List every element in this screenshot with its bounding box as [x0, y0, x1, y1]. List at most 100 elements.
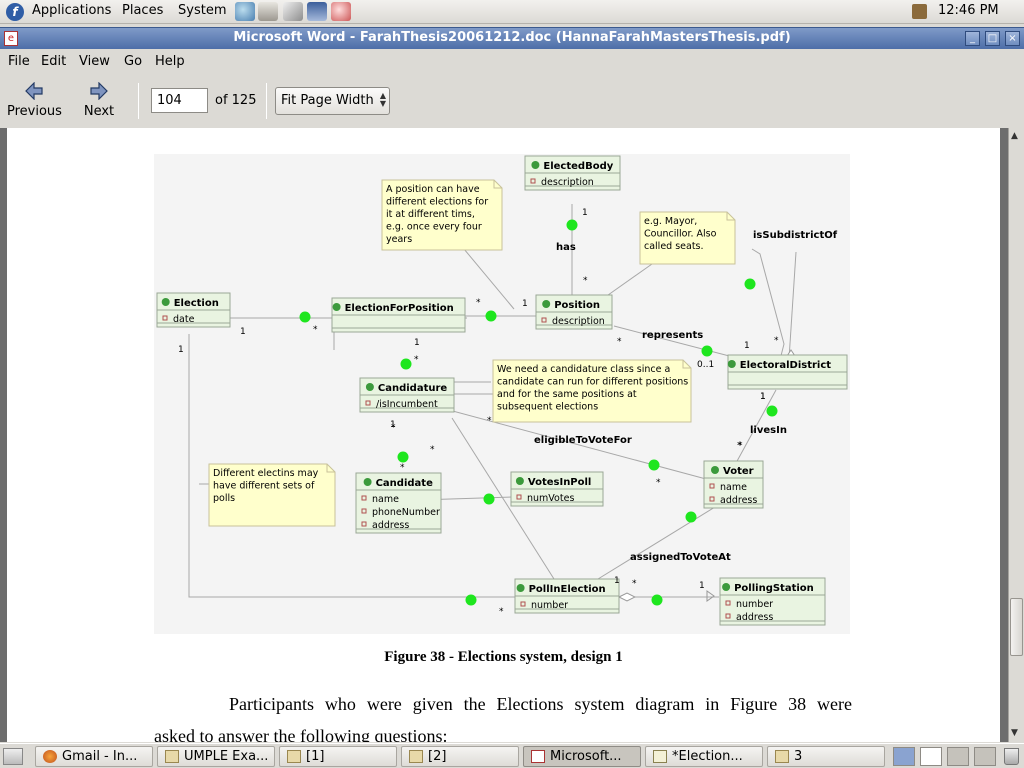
- note-line: A position can have: [386, 184, 480, 195]
- workspace-1[interactable]: [893, 747, 915, 766]
- menu-edit[interactable]: Edit: [41, 54, 67, 69]
- class-electoral-district: ElectoralDistrict: [727, 354, 848, 390]
- task-folder-1[interactable]: [1]: [279, 746, 397, 767]
- places-menu[interactable]: Places: [122, 3, 164, 18]
- minimize-button[interactable]: _: [965, 31, 980, 46]
- task-label: [1]: [306, 749, 325, 764]
- notification-icon[interactable]: [912, 4, 927, 19]
- multiplicity: *: [313, 325, 318, 335]
- note-fold: [726, 212, 735, 221]
- class-icon: [542, 300, 551, 308]
- multiplicity: *: [617, 337, 622, 347]
- class-name: Candidature: [378, 383, 448, 394]
- system-menu[interactable]: System: [178, 3, 227, 18]
- menu-file[interactable]: File: [8, 54, 30, 69]
- note-line: polls: [213, 493, 235, 504]
- file-manager-icon[interactable]: [258, 2, 278, 21]
- network-icon[interactable]: [235, 2, 255, 21]
- class-attribute: numVotes: [527, 493, 574, 504]
- applications-menu[interactable]: Applications: [32, 3, 112, 18]
- note-line: subsequent elections: [497, 402, 598, 413]
- note-line: Different electins may: [213, 468, 319, 479]
- association-label: livesIn: [750, 425, 787, 436]
- multiplicity: 1: [240, 327, 246, 337]
- zoom-select[interactable]: Fit Page Width ▲▼: [275, 87, 390, 115]
- scrollbar-thumb[interactable]: [1010, 598, 1023, 656]
- body-paragraph-line: Participants who were given the Election…: [229, 694, 852, 714]
- note-box: [639, 211, 736, 265]
- note-line: e.g. Mayor,: [644, 216, 697, 227]
- multiplicity: *: [476, 298, 481, 308]
- fedora-logo-icon[interactable]: f: [6, 3, 24, 21]
- class-name: ElectionForPosition: [345, 303, 454, 314]
- terminal-icon[interactable]: [307, 2, 327, 21]
- task-gmail[interactable]: Gmail - In...: [35, 746, 153, 767]
- class-icon: [332, 303, 341, 311]
- show-desktop-icon[interactable]: [3, 748, 23, 765]
- association-label: isSubdistrictOf: [753, 230, 838, 241]
- menu-view[interactable]: View: [79, 54, 110, 69]
- note-line: years: [386, 234, 412, 245]
- multiplicity: 1: [582, 208, 588, 218]
- clock[interactable]: 12:46 PM: [938, 3, 999, 18]
- class-icon: [516, 584, 525, 592]
- class-attribute: number: [531, 600, 568, 611]
- multiplicity: *: [737, 441, 742, 451]
- task-label: [2]: [428, 749, 447, 764]
- scroll-up-icon[interactable]: ▲: [1011, 131, 1018, 141]
- class-attribute: number: [736, 599, 773, 610]
- trash-icon[interactable]: [1004, 748, 1019, 765]
- class-attribute: description: [541, 177, 594, 188]
- class-attribute: name: [720, 482, 747, 493]
- class-icon: [515, 477, 524, 485]
- editor-icon[interactable]: [283, 2, 303, 21]
- note-line: Councillor. Also: [644, 229, 717, 240]
- task-folder-3[interactable]: 3: [767, 746, 885, 767]
- taskbar: Gmail - In... UMPLE Exa... [1] [2] Micro…: [0, 743, 1024, 768]
- previous-button[interactable]: Previous: [7, 78, 62, 119]
- previous-label: Previous: [7, 104, 62, 119]
- maximize-button[interactable]: □: [985, 31, 1000, 46]
- task-label: UMPLE Exa...: [184, 749, 269, 764]
- attribute-icon: [361, 521, 367, 527]
- task-folder-2[interactable]: [2]: [401, 746, 519, 767]
- arrow-left-icon: [25, 82, 43, 100]
- workspace-3[interactable]: [947, 747, 969, 766]
- spin-arrows-icon: ▲▼: [379, 91, 386, 108]
- multiplicity: 1: [178, 345, 184, 355]
- vertical-scrollbar[interactable]: ▲ ▼: [1008, 128, 1024, 742]
- class-attribute: address: [720, 495, 757, 506]
- workspace-2[interactable]: [920, 747, 942, 766]
- task-microsoft-word[interactable]: Microsoft...: [523, 746, 641, 767]
- attribute-icon: [520, 601, 526, 607]
- toolbar-separator: [266, 83, 267, 119]
- note-line: candidate can run for different position…: [497, 377, 688, 388]
- association-dot: [566, 219, 578, 231]
- association-dot: [766, 405, 778, 417]
- attribute-icon: [361, 508, 367, 514]
- class-attribute: description: [552, 316, 605, 327]
- association-dot: [299, 311, 311, 323]
- menu-go[interactable]: Go: [124, 54, 143, 69]
- window-titlebar[interactable]: e Microsoft Word - FarahThesis20061212.d…: [0, 27, 1024, 49]
- task-election-editor[interactable]: *Election...: [645, 746, 763, 767]
- note-fold: [493, 180, 502, 189]
- note-line: e.g. once every four: [386, 222, 482, 233]
- menu-help[interactable]: Help: [155, 54, 185, 69]
- note-line: We need a candidature class since a: [497, 364, 670, 375]
- multiplicity: 1: [614, 576, 620, 586]
- task-umple[interactable]: UMPLE Exa...: [157, 746, 275, 767]
- web-browser-icon[interactable]: [331, 2, 351, 21]
- scroll-down-icon[interactable]: ▼: [1011, 728, 1018, 738]
- next-button[interactable]: Next: [81, 78, 117, 119]
- word-document-icon[interactable]: e: [4, 31, 18, 46]
- close-button[interactable]: ×: [1005, 31, 1020, 46]
- association-line: [451, 417, 555, 580]
- page-number-input[interactable]: [151, 88, 208, 113]
- workspace-4[interactable]: [974, 747, 996, 766]
- multiplicity: *: [430, 445, 435, 455]
